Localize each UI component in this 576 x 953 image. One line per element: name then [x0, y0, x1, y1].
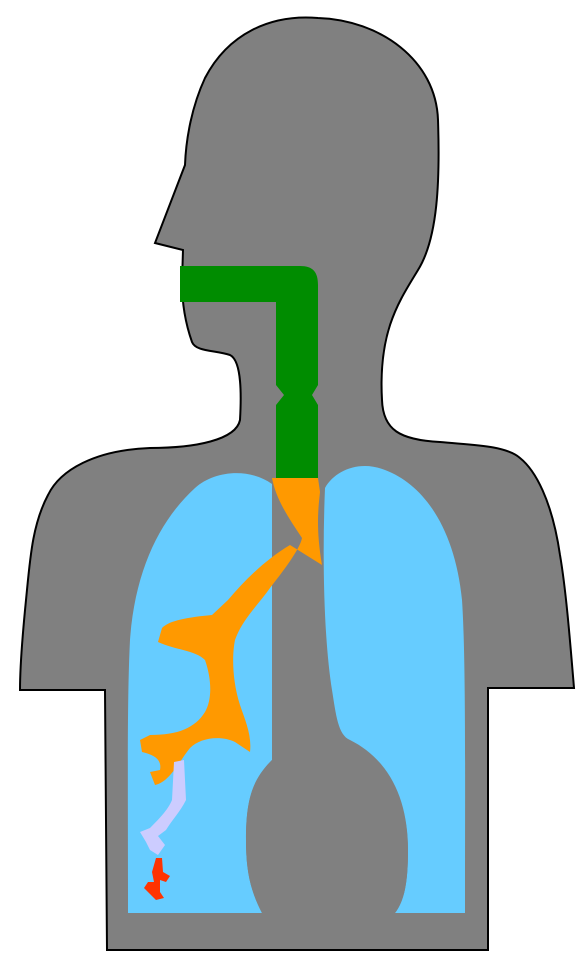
- respiratory-system-diagram: [0, 0, 576, 953]
